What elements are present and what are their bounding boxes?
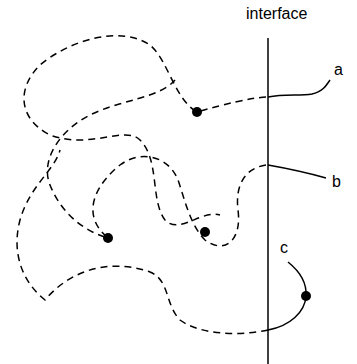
- dashed-chain: [24, 36, 266, 225]
- solid-chain-end: [268, 262, 306, 330]
- anchor-dot: [301, 291, 311, 301]
- dashed-chain: [17, 150, 268, 333]
- chain-label: c: [280, 240, 288, 256]
- anchor-dot: [200, 227, 210, 237]
- solid-chain-end: [268, 165, 326, 178]
- chain-label: a: [334, 62, 343, 78]
- anchor-dot: [192, 107, 202, 117]
- chain-label: b: [332, 174, 341, 190]
- anchor-dot: [103, 233, 113, 243]
- dashed-chain: [47, 80, 266, 246]
- axis-label: interface: [246, 6, 307, 22]
- solid-chain-end: [268, 80, 330, 97]
- interface-line: [267, 38, 269, 364]
